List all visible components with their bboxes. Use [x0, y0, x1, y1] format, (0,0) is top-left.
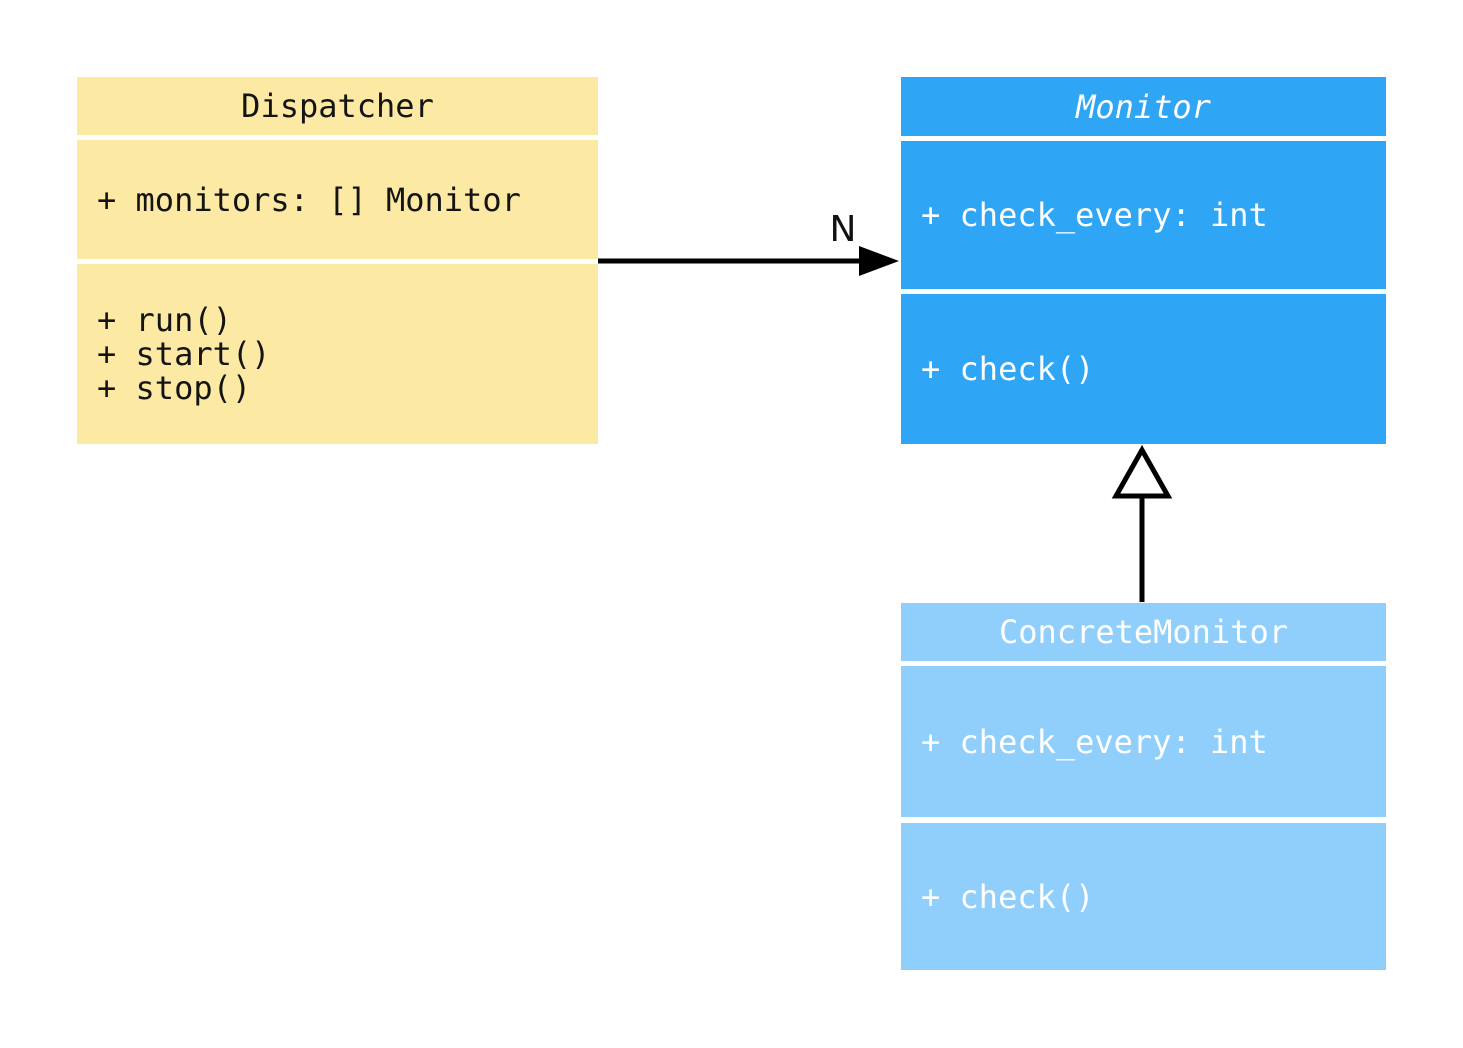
class-header-monitor: Monitor: [901, 77, 1386, 136]
class-methods-dispatcher: + run() + start() + stop(): [77, 264, 598, 444]
association-multiplicity-label: N: [830, 209, 857, 250]
inheritance-triangle-icon: [1111, 444, 1173, 499]
class-methods-concrete-monitor: + check(): [901, 823, 1386, 970]
attribute-line: + check_every: int: [921, 722, 1268, 761]
association-arrowhead-icon: [859, 246, 899, 276]
class-attributes-concrete-monitor: + check_every: int: [901, 666, 1386, 817]
class-methods-monitor: + check(): [901, 294, 1386, 444]
attribute-line: + check_every: int: [921, 196, 1268, 234]
association-arrow-dispatcher-to-monitor[interactable]: N: [598, 209, 899, 276]
attribute-line: + monitors: [] Monitor: [97, 180, 521, 219]
class-attributes-monitor: + check_every: int: [901, 141, 1386, 289]
method-line: + check(): [921, 350, 1095, 388]
class-header-concrete-monitor: ConcreteMonitor: [901, 603, 1386, 661]
class-box-concrete-monitor[interactable]: ConcreteMonitor + check_every: int + che…: [901, 603, 1386, 970]
class-attributes-dispatcher: + monitors: [] Monitor: [77, 140, 598, 259]
method-line: + start(): [97, 335, 271, 373]
method-line: + run(): [97, 301, 232, 339]
class-header-dispatcher: Dispatcher: [77, 77, 598, 135]
class-name-dispatcher: Dispatcher: [241, 87, 434, 125]
inheritance-arrow-concretemonitor-to-monitor[interactable]: [1111, 444, 1173, 602]
class-name-monitor: Monitor: [1076, 87, 1211, 126]
class-name-concrete-monitor: ConcreteMonitor: [999, 613, 1288, 651]
method-line: + check(): [921, 877, 1095, 916]
method-line: + stop(): [97, 369, 252, 407]
class-box-monitor[interactable]: Monitor + check_every: int + check(): [901, 77, 1386, 444]
class-box-dispatcher[interactable]: Dispatcher + monitors: [] Monitor + run(…: [77, 77, 598, 444]
